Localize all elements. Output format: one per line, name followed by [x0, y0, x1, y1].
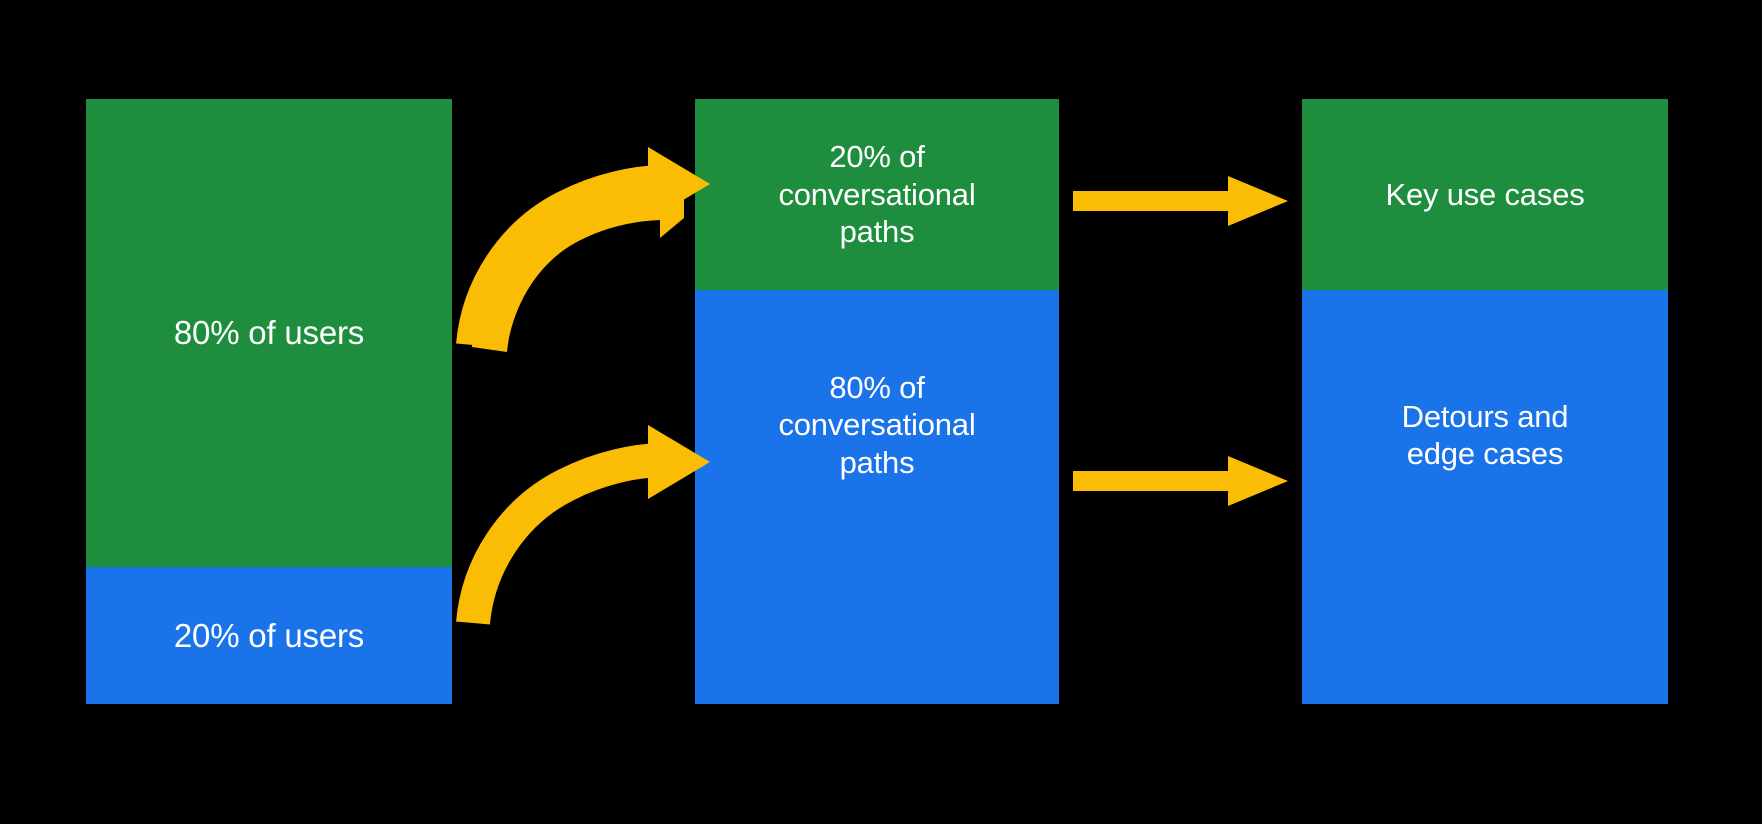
- segment-label-80-percent-users: 80% of users: [173, 314, 365, 352]
- segment-paths-green: 20% of conversational paths: [695, 99, 1059, 290]
- column-conversational-paths: 20% of conversational paths 80% of conve…: [695, 99, 1059, 704]
- column-outcomes: Key use cases Detours and edge cases: [1302, 99, 1668, 704]
- curved-arrow-icon-bottom: [456, 425, 710, 625]
- segment-label-80-percent-conversational-paths: 80% of conversational paths: [778, 369, 976, 480]
- segment-paths-blue: 80% of conversational paths: [695, 290, 1059, 704]
- segment-label-20-percent-users: 20% of users: [173, 616, 365, 654]
- segment-users-green: 80% of users: [86, 99, 452, 567]
- segment-label-key-use-cases: Key use cases: [1385, 176, 1585, 212]
- column-users: 80% of users 20% of users: [86, 99, 452, 704]
- segment-outcomes-blue: Detours and edge cases: [1302, 290, 1668, 704]
- segment-label-20-percent-conversational-paths: 20% of conversational paths: [778, 139, 976, 250]
- curved-arrow-icon-top: [456, 147, 710, 347]
- segment-outcomes-green: Key use cases: [1302, 99, 1668, 290]
- segment-label-detours-and-edge-cases: Detours and edge cases: [1401, 398, 1569, 472]
- right-arrow-icon-to-detours: [1073, 456, 1288, 506]
- segment-users-blue: 20% of users: [86, 567, 452, 704]
- right-arrow-icon-to-key-use-cases: [1073, 176, 1288, 226]
- curved-arrow-icon-users-to-top-paths: [472, 164, 684, 352]
